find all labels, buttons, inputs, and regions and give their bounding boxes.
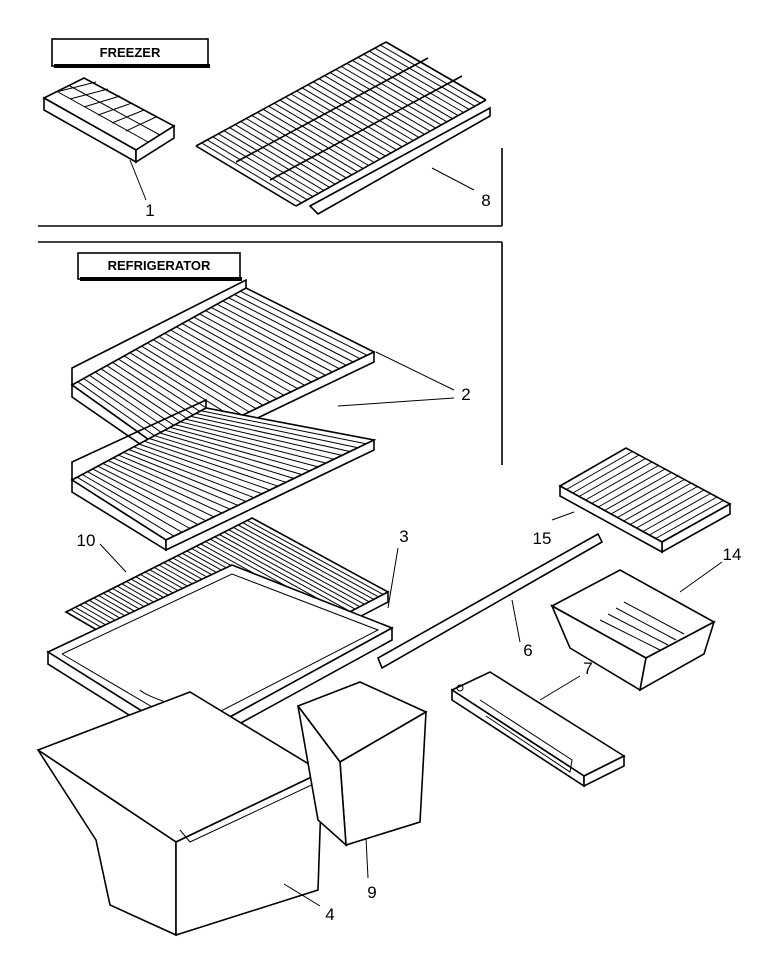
callout-7: 7 (583, 659, 592, 678)
glass-shelf-lower (70, 398, 377, 552)
ice-tray (42, 77, 176, 164)
refrigerator-label-box: REFRIGERATOR (77, 252, 242, 281)
freezer-wire-shelf (195, 41, 491, 215)
callout-3: 3 (399, 527, 408, 546)
refrigerator-frame (38, 241, 503, 465)
callout-8: 8 (481, 191, 490, 210)
meat-pan (550, 569, 716, 692)
callout-4: 4 (325, 905, 334, 924)
callout-14: 14 (723, 545, 742, 564)
callout-1: 1 (145, 201, 154, 220)
callout-6: 6 (523, 641, 532, 660)
crisper-drawer-right (296, 681, 428, 847)
crisper-rail (376, 532, 604, 670)
freezer-label: FREEZER (100, 45, 161, 60)
meat-pan-cover (558, 447, 732, 554)
refrigerator-label: REFRIGERATOR (108, 258, 211, 273)
freezer-label-box: FREEZER (51, 38, 210, 68)
leader-lines (99, 159, 723, 907)
crisper-drawer-left (36, 691, 324, 937)
callout-9: 9 (367, 883, 376, 902)
callout-10: 10 (77, 531, 96, 550)
callout-15: 15 (533, 529, 552, 548)
callout-2: 2 (461, 385, 470, 404)
freezer-frame (38, 148, 503, 227)
crisper-control-cover (450, 671, 626, 788)
